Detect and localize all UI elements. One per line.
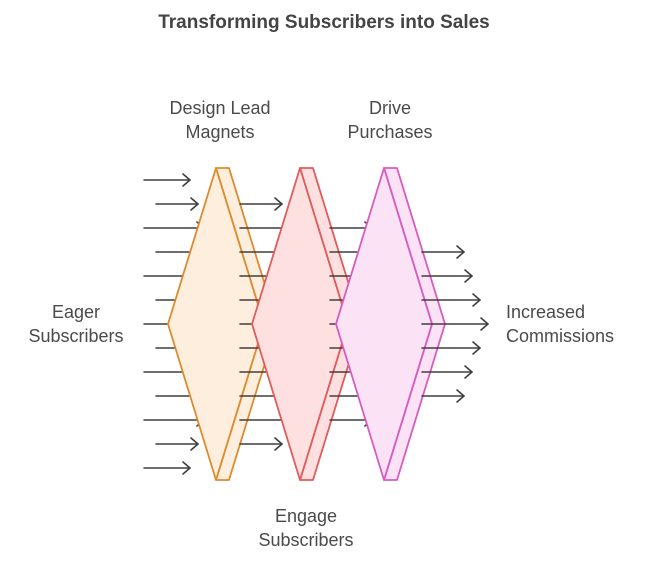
input-arrow: [155, 197, 199, 211]
stage-label-line: Subscribers: [258, 530, 354, 550]
input-label-line: Subscribers: [28, 326, 124, 346]
arrow-head: [472, 293, 481, 307]
arrow-head: [464, 365, 473, 379]
output-arrow: [421, 269, 473, 283]
stage-label-line: Purchases: [347, 122, 433, 142]
output-label-line: Commissions: [506, 326, 615, 346]
arrow-head: [182, 173, 191, 187]
output-arrow: [421, 293, 481, 307]
output-arrow: [421, 317, 489, 331]
stage-label-line: Design Lead: [169, 98, 271, 118]
transfer-arrow: [239, 437, 283, 451]
input-label: Eager Subscribers: [20, 300, 132, 348]
arrow-head: [464, 269, 473, 283]
arrow-head: [456, 245, 465, 259]
input-arrow: [155, 437, 199, 451]
stage-face: [335, 167, 433, 481]
input-arrow: [143, 221, 205, 235]
input-arrow: [143, 173, 191, 187]
arrow-head: [190, 197, 199, 211]
input-arrow: [143, 413, 205, 427]
output-arrow: [421, 389, 465, 403]
output-label: Increased Commissions: [506, 300, 614, 348]
arrow-head: [480, 317, 489, 331]
arrow-head: [182, 461, 191, 475]
input-arrow: [143, 461, 191, 475]
input-label-line: Eager: [51, 302, 101, 322]
stage-label-line: Engage: [274, 506, 338, 526]
stage-label-line: Magnets: [185, 122, 255, 142]
arrow-head: [274, 197, 283, 211]
arrow-head: [190, 437, 199, 451]
arrow-head: [456, 389, 465, 403]
diagram-title: Transforming Subscribers into Sales: [158, 12, 490, 33]
stage-label-drive-purchases: Drive Purchases: [320, 96, 460, 144]
arrow-head: [274, 437, 283, 451]
stage-label-design-lead-magnets: Design Lead Magnets: [150, 96, 290, 144]
output-arrow: [421, 245, 465, 259]
stage-label-engage-subscribers: Engage Subscribers: [236, 504, 376, 552]
arrow-head: [472, 341, 481, 355]
output-label-line: Increased: [506, 302, 586, 322]
output-arrow: [421, 365, 473, 379]
stage-label-line: Drive: [368, 98, 411, 118]
output-arrow: [421, 341, 481, 355]
transfer-arrow: [239, 197, 283, 211]
